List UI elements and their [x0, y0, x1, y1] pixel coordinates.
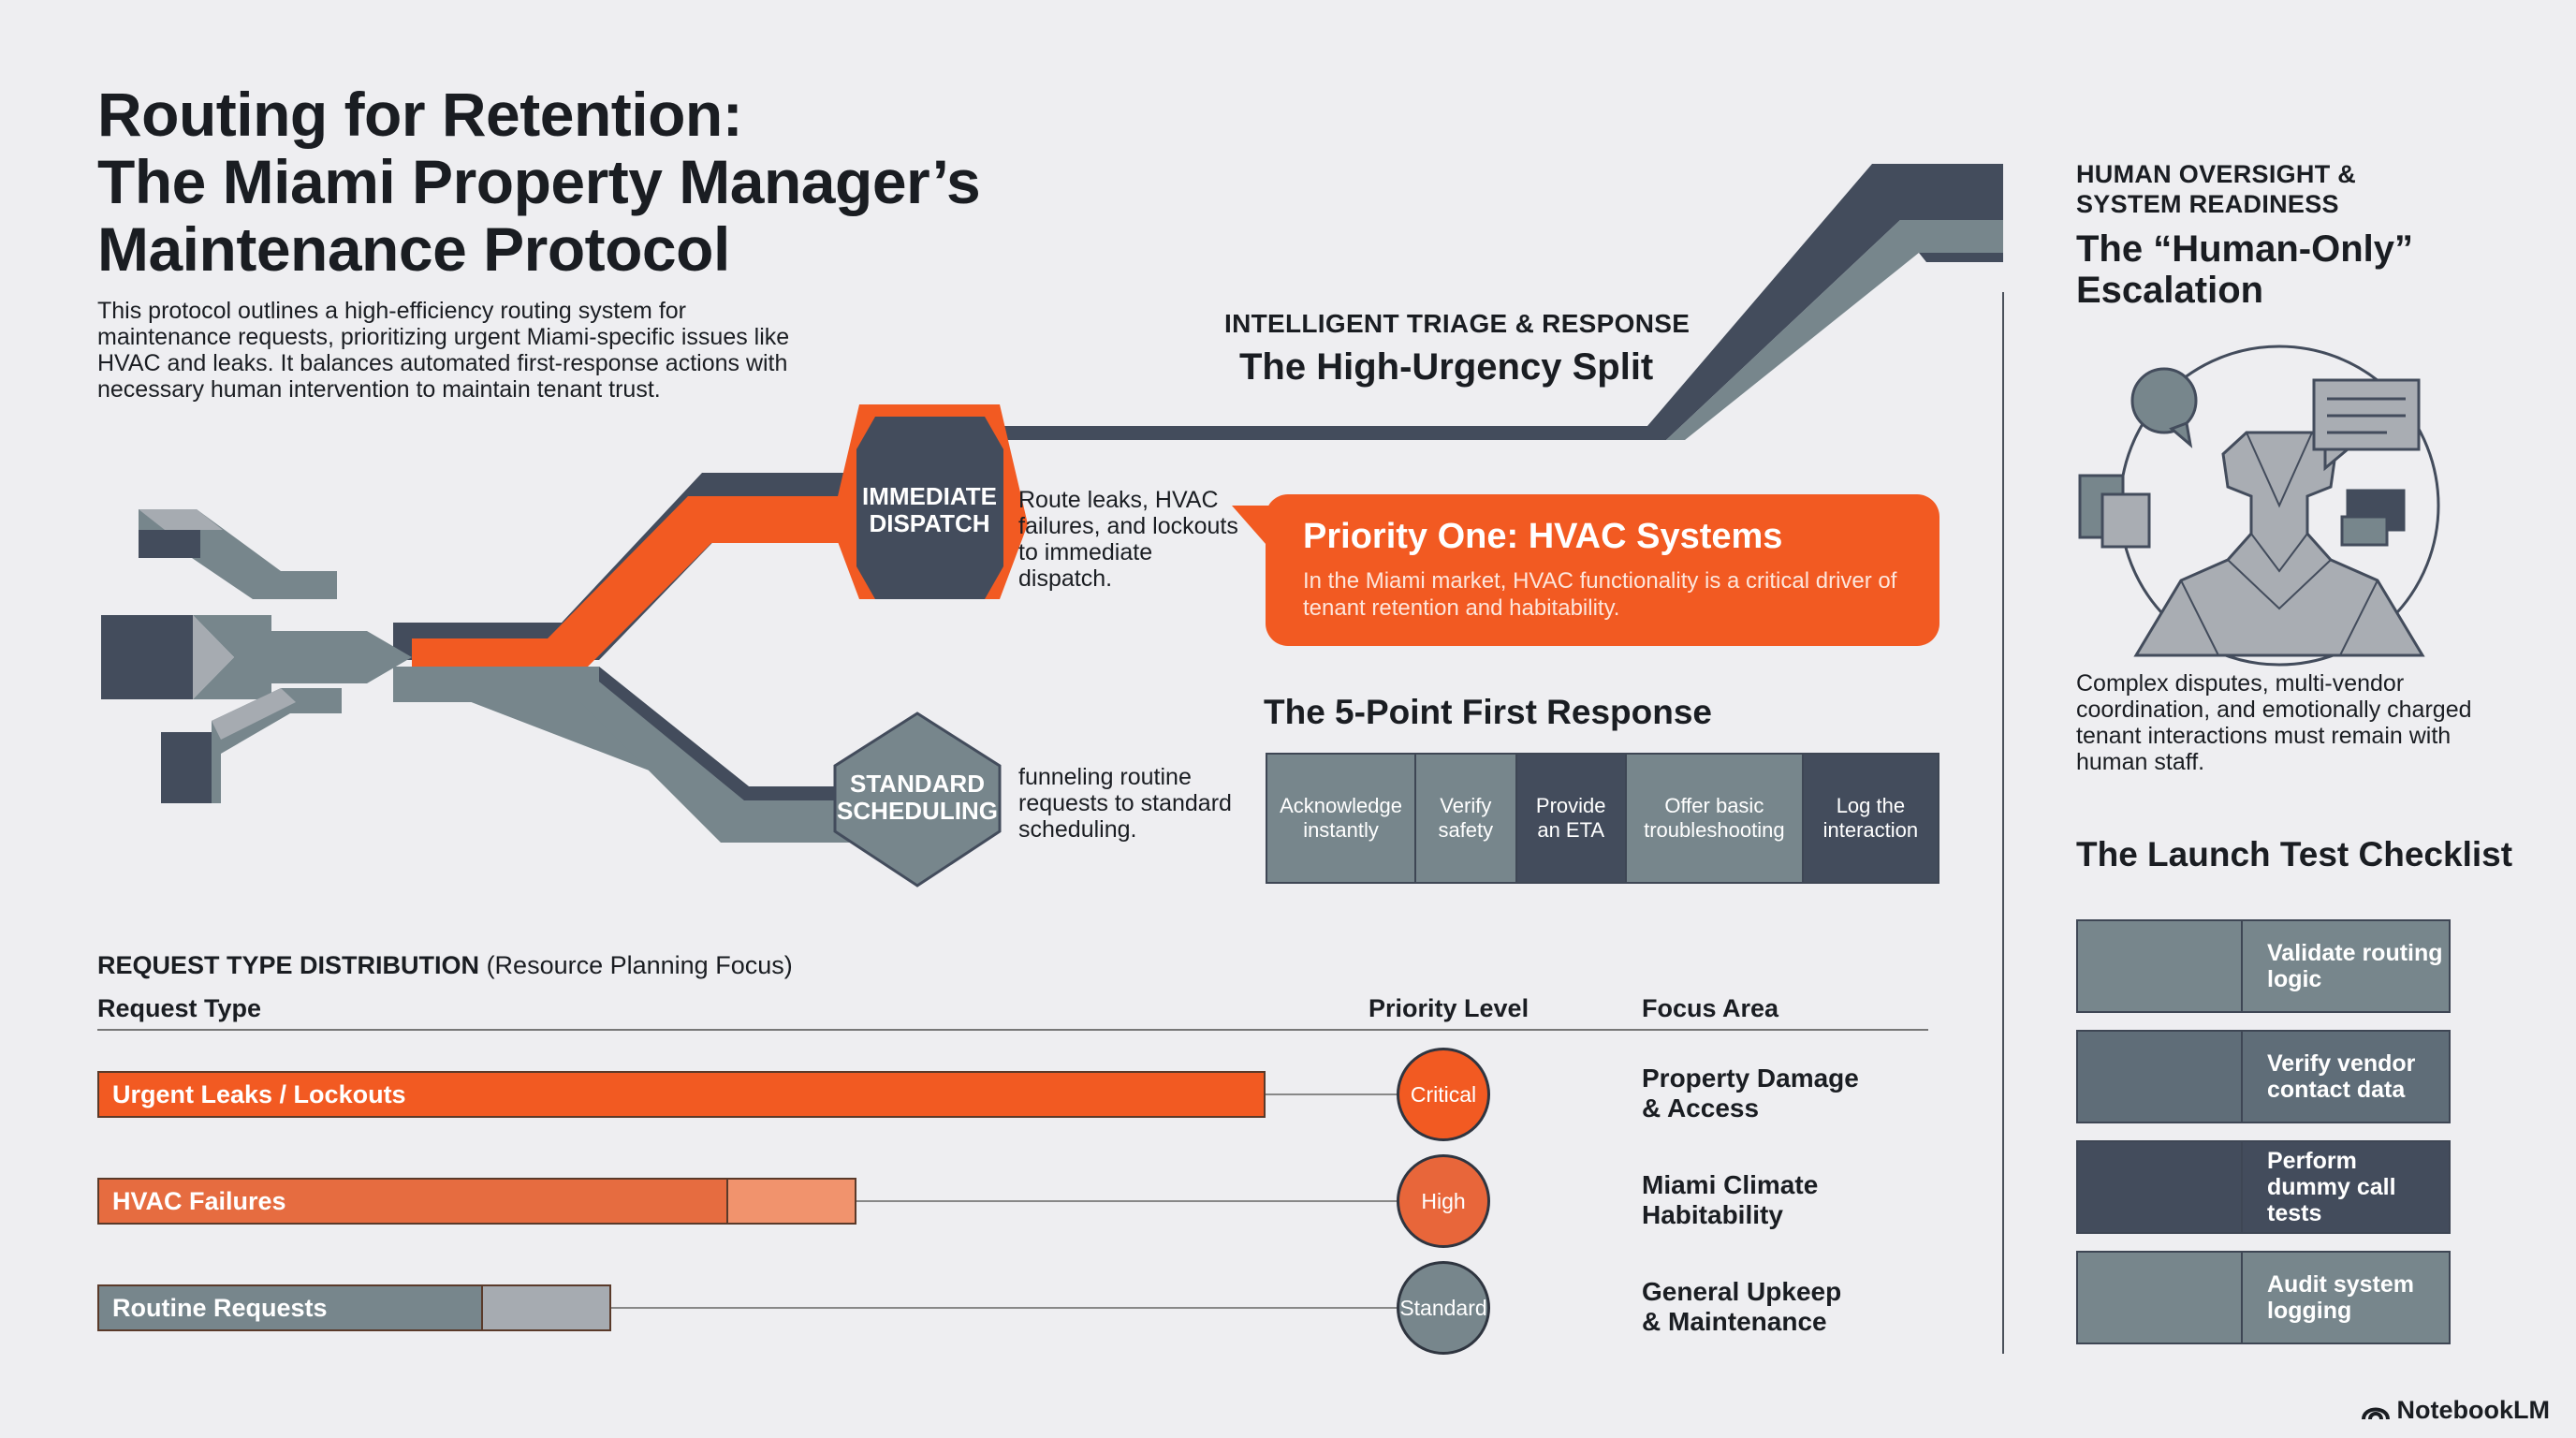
triage-heading: The High-Urgency Split: [1239, 346, 1654, 388]
checklist-label: Verify vendor contact data: [2267, 1050, 2416, 1103]
distribution-bar: Routine Requests: [97, 1284, 483, 1331]
col-priority-level: Priority Level: [1368, 994, 1530, 1022]
oversight-heading: The “Human-Only” Escalation: [2076, 228, 2413, 311]
title-line-3: Maintenance Protocol: [97, 214, 730, 284]
col-focus-area: Focus Area: [1642, 994, 1779, 1022]
checklist-title: The Launch Test Checklist: [2076, 835, 2513, 873]
brand-name: NotebookLM: [2396, 1396, 2550, 1424]
standard-scheduling-label: STANDARD SCHEDULING: [837, 770, 998, 825]
first-response-steps: Acknowledge instantly Verify safety Prov…: [1266, 753, 1939, 884]
connector-line: [1266, 1093, 1397, 1095]
distribution-subtitle: (Resource Planning Focus): [486, 951, 793, 979]
col-request-type: Request Type: [97, 994, 262, 1022]
checklist-swatch: [2078, 921, 2243, 1011]
oversight-kicker-line-1: HUMAN OVERSIGHT &: [2076, 160, 2357, 188]
first-response-step: Provide an ETA: [1516, 755, 1627, 882]
checklist-item: Verify vendor contact data: [2076, 1030, 2451, 1123]
first-response-step: Offer basic troubleshooting: [1626, 755, 1804, 882]
focus-area-text: General Upkeep& Maintenance: [1642, 1277, 1842, 1336]
immediate-dispatch-label: IMMEDIATE DISPATCH: [862, 482, 997, 537]
priority-title: Priority One: HVAC Systems: [1303, 517, 1783, 556]
checklist-label: Validate routing logic: [2267, 940, 2443, 992]
first-response-step: Log the interaction: [1803, 755, 1938, 882]
distribution-bar-extension: [481, 1284, 611, 1331]
connector-line: [856, 1200, 1397, 1202]
bar-label: HVAC Failures: [112, 1186, 286, 1215]
checklist-swatch: [2078, 1142, 2243, 1232]
bar-label: Urgent Leaks / Lockouts: [112, 1079, 406, 1108]
priority-badge: Standard: [1397, 1261, 1490, 1355]
oversight-kicker: HUMAN OVERSIGHT & SYSTEM READINESS: [2076, 159, 2356, 219]
human-network-icon: [2078, 345, 2440, 667]
immediate-dispatch-note: Route leaks, HVAC failures, and lockouts…: [1018, 487, 1238, 592]
priority-callout: Priority One: HVAC Systems In the Miami …: [1266, 494, 1939, 646]
focus-area-text: Property Damage& Access: [1642, 1064, 1859, 1123]
notebooklm-logo-icon: [2361, 1407, 2390, 1419]
checklist-item: Validate routing logic: [2076, 919, 2451, 1013]
checklist-label: Perform dummy call tests: [2267, 1148, 2396, 1226]
triage-kicker: INTELLIGENT TRIAGE & RESPONSE: [1224, 309, 1690, 338]
distribution-title: REQUEST TYPE DISTRIBUTION: [97, 951, 480, 979]
distribution-bar: Urgent Leaks / Lockouts: [97, 1071, 1266, 1118]
priority-badge: High: [1397, 1154, 1490, 1248]
checklist-label: Audit system logging: [2267, 1271, 2414, 1324]
first-response-title: The 5-Point First Response: [1264, 693, 1713, 731]
connector-line: [611, 1307, 1397, 1309]
priority-description: In the Miami market, HVAC functionality …: [1303, 568, 1897, 621]
brand-mark: NotebookLM: [2361, 1396, 2550, 1425]
distribution-bar-extension: [726, 1178, 856, 1225]
first-response-step: Verify safety: [1416, 755, 1517, 882]
bar-label: Routine Requests: [112, 1293, 328, 1322]
distribution-heading: REQUEST TYPE DISTRIBUTION (Resource Plan…: [97, 951, 793, 980]
distribution-bar: HVAC Failures: [97, 1178, 728, 1225]
checklist-swatch: [2078, 1253, 2243, 1343]
standard-scheduling-note: funneling routine requests to standard s…: [1018, 764, 1232, 843]
oversight-heading-line-2: Escalation: [2076, 270, 2264, 311]
first-response-step: Acknowledge instantly: [1267, 755, 1417, 882]
checklist-item: Audit system logging: [2076, 1251, 2451, 1344]
oversight-kicker-line-2: SYSTEM READINESS: [2076, 190, 2339, 218]
checklist-swatch: [2078, 1032, 2243, 1122]
oversight-heading-line-1: The “Human-Only”: [2076, 228, 2414, 270]
title-line-2: The Miami Property Manager’s: [97, 147, 981, 216]
priority-badge: Critical: [1397, 1048, 1490, 1141]
page-title: Routing for Retention: The Miami Propert…: [97, 80, 981, 284]
oversight-description: Complex disputes, multi-vendor coordinat…: [2076, 670, 2472, 775]
intro-text: This protocol outlines a high-efficiency…: [97, 298, 790, 403]
checklist-item: Perform dummy call tests: [2076, 1140, 2451, 1234]
title-line-1: Routing for Retention:: [97, 80, 743, 149]
